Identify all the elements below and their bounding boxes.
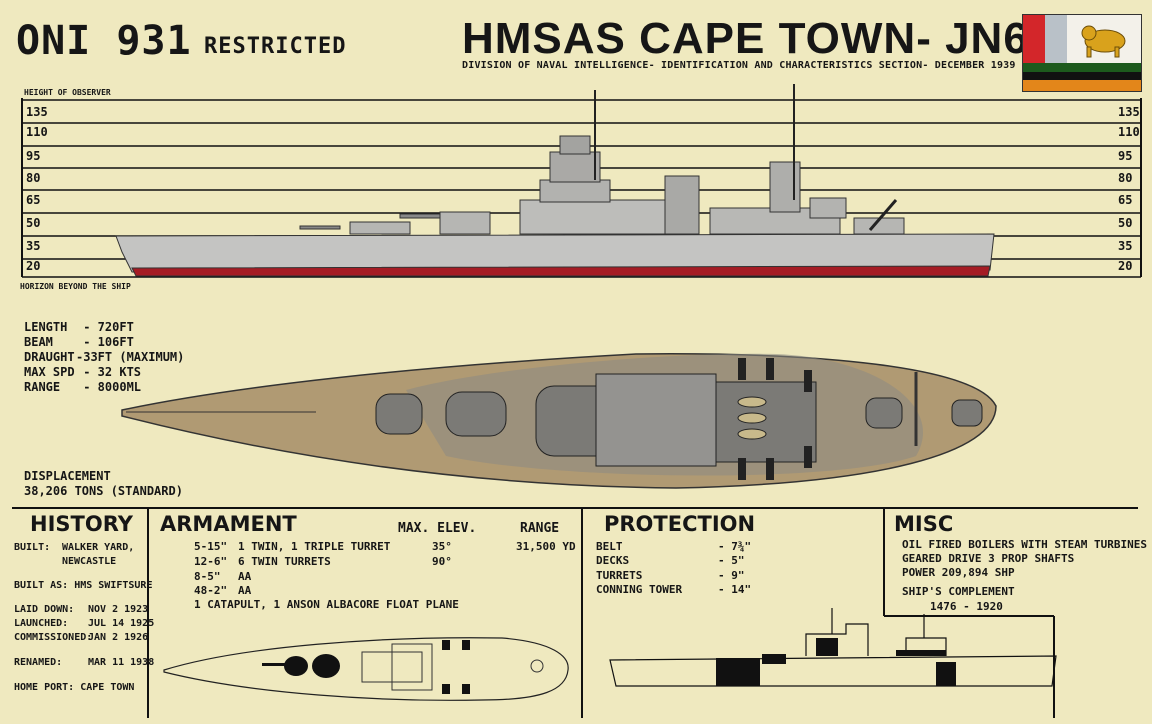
- protection-item-label: TURRETS: [596, 569, 643, 582]
- ship-plan-view: [116, 346, 1000, 494]
- armament-elev-header: MAX. ELEV.: [398, 521, 477, 536]
- horizon-label: HORIZON BEYOND THE SHIP: [20, 282, 131, 291]
- spec-beam: BEAM - 106FT: [24, 335, 134, 349]
- history-launched-value: JUL 14 1925: [88, 618, 155, 629]
- south-africa-naval-flag: [1022, 14, 1142, 92]
- armament-cal: 5-15": [194, 540, 228, 553]
- dimension-specs: LENGTH - 720FT BEAM - 106FT DRAUGHT-33FT…: [24, 320, 184, 395]
- spec-range: RANGE - 8000ML: [24, 380, 142, 394]
- classification-label: RESTRICTED: [204, 34, 347, 59]
- armament-cal: 48-2": [194, 584, 228, 597]
- armament-desc: AA: [238, 570, 252, 583]
- protection-item-label: CONNING TOWER: [596, 583, 683, 596]
- history-heading: HISTORY: [30, 512, 133, 536]
- history-built-label: BUILT:: [14, 542, 51, 553]
- history-commissioned-value: JAN 2 1926: [88, 632, 149, 643]
- armament-desc: AA: [238, 584, 252, 597]
- history-home-port: HOME PORT: CAPE TOWN: [14, 682, 135, 693]
- displacement-spec: DISPLACEMENT 38,206 TONS (STANDARD): [24, 469, 183, 498]
- height-tick: 95: [1118, 149, 1133, 163]
- protection-heading: PROTECTION: [604, 512, 756, 536]
- armament-cal: 8-5": [194, 570, 221, 583]
- armament-desc: 1 TWIN, 1 TRIPLE TURRET: [238, 540, 391, 553]
- height-tick: 80: [26, 171, 41, 185]
- history-renamed-label: RENAMED:: [14, 657, 63, 668]
- misc-line: POWER 209,894 SHP: [902, 566, 1015, 579]
- page-title: HMSAS CAPE TOWN- JN6: [462, 14, 1029, 63]
- armament-range: 31,500 YD: [516, 540, 576, 553]
- history-commissioned-label: COMMISSIONED:: [14, 632, 93, 643]
- observer-height-label: HEIGHT OF OBSERVER: [24, 88, 111, 97]
- armament-desc: 6 TWIN TURRETS: [238, 555, 331, 568]
- data-panel-frame: [0, 506, 1152, 720]
- height-tick: 110: [1118, 125, 1140, 139]
- history-laid-down-value: NOV 2 1923: [88, 604, 149, 615]
- protection-item-value: - 5": [718, 554, 745, 567]
- spec-speed: MAX SPD - 32 KTS: [24, 365, 142, 379]
- misc-line: GEARED DRIVE 3 PROP SHAFTS: [902, 552, 1075, 565]
- misc-complement-label: SHIP'S COMPLEMENT: [902, 585, 1015, 598]
- page-subtitle: DIVISION OF NAVAL INTELLIGENCE- IDENTIFI…: [462, 60, 1016, 71]
- document-code: ONI 931: [16, 18, 192, 64]
- armament-layout-diagram: [162, 632, 572, 704]
- height-tick: 65: [1118, 193, 1133, 207]
- history-built-as: BUILT AS: HMS SWIFTSURE: [14, 580, 153, 591]
- height-tick: 50: [1118, 216, 1133, 230]
- ship-side-profile: [110, 80, 1000, 280]
- spec-draught: DRAUGHT-33FT (MAXIMUM): [24, 350, 185, 364]
- misc-heading: MISC: [894, 512, 954, 536]
- height-tick: 20: [26, 259, 41, 273]
- height-tick: 135: [1118, 105, 1140, 119]
- height-tick: 35: [1118, 239, 1133, 253]
- height-tick: 110: [26, 125, 48, 139]
- protection-item-value: - 7¾": [718, 540, 752, 553]
- history-laid-down-label: LAID DOWN:: [14, 604, 75, 615]
- armament-range-header: RANGE: [520, 521, 560, 536]
- height-tick: 135: [26, 105, 48, 119]
- height-tick: 95: [26, 149, 41, 163]
- protection-item-label: BELT: [596, 540, 623, 553]
- height-tick: 65: [26, 193, 41, 207]
- protection-item-label: DECKS: [596, 554, 630, 567]
- armament-heading: ARMAMENT: [160, 512, 297, 536]
- armament-elev: 90°: [432, 555, 452, 568]
- height-tick: 35: [26, 239, 41, 253]
- height-tick: 80: [1118, 171, 1133, 185]
- protection-item-value: - 9": [718, 569, 745, 582]
- history-built-value: WALKER YARD,: [62, 542, 135, 553]
- spec-length: LENGTH - 720FT: [24, 320, 134, 334]
- history-built-value-2: NEWCASTLE: [62, 556, 117, 567]
- height-tick: 50: [26, 216, 41, 230]
- armament-aircraft: 1 CATAPULT, 1 ANSON ALBACORE FLOAT PLANE: [194, 598, 459, 611]
- armament-cal: 12-6": [194, 555, 228, 568]
- armament-elev: 35°: [432, 540, 452, 553]
- misc-line: OIL FIRED BOILERS WITH STEAM TURBINES: [902, 538, 1148, 551]
- height-tick: 20: [1118, 259, 1133, 273]
- protection-item-value: - 14": [718, 583, 752, 596]
- history-renamed-value: MAR 11 1938: [88, 657, 155, 668]
- misc-complement-value: 1476 - 1920: [930, 600, 1003, 613]
- protection-silhouette-diagram: [606, 604, 1076, 690]
- history-launched-label: LAUNCHED:: [14, 618, 69, 629]
